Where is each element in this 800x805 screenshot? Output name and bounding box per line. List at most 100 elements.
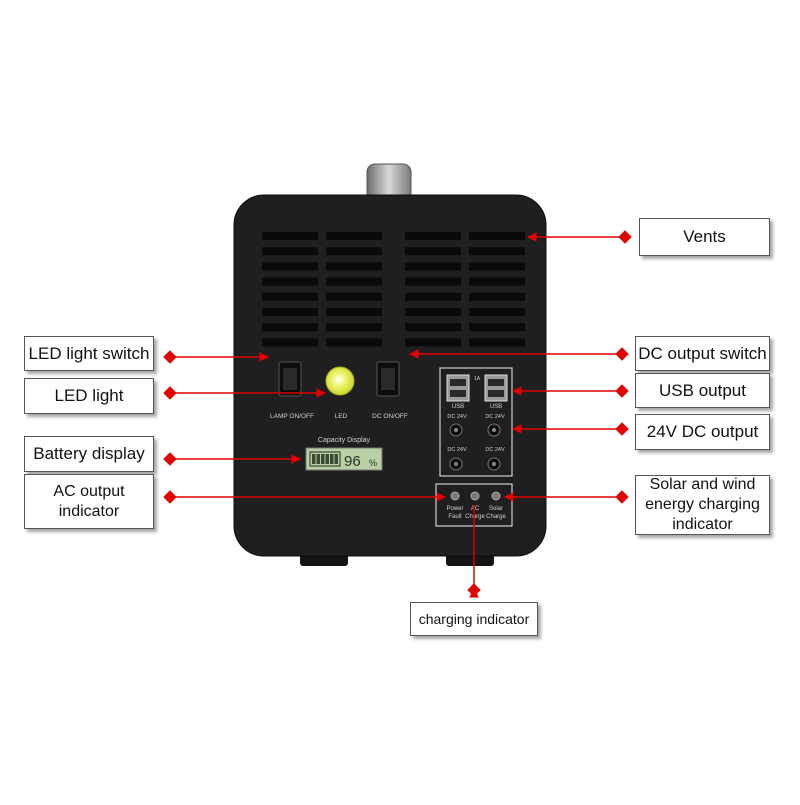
callout-led-light-switch xyxy=(163,350,270,364)
callout-diamond xyxy=(163,386,177,400)
usb-current-label: 1A xyxy=(474,376,481,382)
callout-dc-output-switch xyxy=(408,347,629,361)
vent-slot xyxy=(405,247,461,256)
indicator-power-fault-led xyxy=(450,491,460,501)
usb-label-right: USB xyxy=(490,404,502,410)
battery-bar-segment xyxy=(334,454,338,464)
battery-bar-segments xyxy=(312,454,338,464)
led-light xyxy=(325,366,355,396)
battery-bar-icon xyxy=(309,451,341,467)
label-24v-dc-output: 24V DC output xyxy=(635,414,770,450)
callout-diamond xyxy=(615,384,629,398)
callout-diamond xyxy=(615,490,629,504)
led-label: LED xyxy=(335,413,348,420)
dc24-label-top-left: DC 24V xyxy=(447,414,467,420)
vent-slot xyxy=(262,308,318,316)
dc24-label-top-right: DC 24V xyxy=(485,414,505,420)
vent-slot xyxy=(405,323,461,332)
vent-slot xyxy=(326,262,382,271)
dc24-label-bottom-left: DC 24V xyxy=(447,447,467,453)
indicator-solar-charge-led xyxy=(491,491,501,501)
vent-slot xyxy=(405,308,461,316)
vent-slot xyxy=(469,308,525,316)
callout-usb-output xyxy=(511,384,629,398)
callout-arrowhead xyxy=(436,492,447,502)
callout-arrowhead xyxy=(259,352,270,362)
callout-diamond xyxy=(163,452,177,466)
label-ac-output-indicator: AC output indicator xyxy=(24,474,154,529)
battery-bar-segment xyxy=(316,454,320,464)
label-charging-indicator: charging indicator xyxy=(410,602,538,636)
callout-arrowhead xyxy=(316,388,327,398)
vent-slot xyxy=(405,277,461,286)
vent-slot xyxy=(405,292,461,301)
vent-slot xyxy=(326,277,382,286)
callout-solar-indicator xyxy=(503,490,629,504)
callout-diamond xyxy=(615,347,629,361)
indicator-ac-charge-led xyxy=(470,491,480,501)
battery-bar-segment xyxy=(312,454,316,464)
vent-slot xyxy=(469,277,525,286)
vent-slot xyxy=(405,338,461,347)
output-panel-frame xyxy=(439,367,513,477)
vent-slot xyxy=(469,338,525,347)
vent-slot xyxy=(262,323,318,332)
callout-vents xyxy=(526,230,632,244)
dc24-label-bottom-right: DC 24V xyxy=(485,447,505,453)
lamp-switch-label: LAMP ON/OFF xyxy=(270,413,314,420)
vent-slot xyxy=(262,262,318,271)
capacity-display-label: Capacity Display xyxy=(318,437,371,444)
label-dc-output-switch: DC output switch xyxy=(635,336,770,371)
vent-slot xyxy=(262,277,318,286)
vent-slot xyxy=(326,292,382,301)
callout-diamond xyxy=(615,422,629,436)
vent-slot xyxy=(326,308,382,316)
dc-switch-label: DC ON/OFF xyxy=(372,413,408,420)
callout-charging-indicator xyxy=(467,505,481,598)
callout-24v-dc-output xyxy=(511,422,629,436)
label-solar-wind-indicator: Solar and wind energy charging indicator xyxy=(635,475,770,535)
vent-slot xyxy=(469,232,525,240)
callout-lines xyxy=(163,230,632,598)
callout-arrowhead xyxy=(526,232,537,242)
vent-slot xyxy=(326,232,382,240)
label-vents: Vents xyxy=(639,218,770,256)
usb-port-right[interactable] xyxy=(484,374,508,402)
vent-slot xyxy=(262,247,318,256)
callout-diamond xyxy=(163,350,177,364)
battery-bar-segment xyxy=(325,454,329,464)
battery-bar-segment xyxy=(330,454,334,464)
callout-arrowhead xyxy=(511,386,522,396)
label-led-light-switch: LED light switch xyxy=(24,336,154,371)
vent-slot xyxy=(469,323,525,332)
callout-diamond xyxy=(618,230,632,244)
battery-lcd xyxy=(305,447,383,471)
callout-diamond xyxy=(163,490,177,504)
callout-battery-display xyxy=(163,452,302,466)
vent-slot xyxy=(405,232,461,240)
vent-slot xyxy=(469,262,525,271)
callout-arrowhead xyxy=(511,424,522,434)
battery-percent: 96 xyxy=(344,453,361,470)
callout-led-light xyxy=(163,386,327,400)
battery-percent-sign: % xyxy=(369,458,377,468)
usb-port-left[interactable] xyxy=(446,374,470,402)
callout-arrowhead xyxy=(408,349,419,359)
vent-slot xyxy=(326,247,382,256)
vent-slot xyxy=(469,292,525,301)
callout-arrowhead xyxy=(503,492,514,502)
vent-slot xyxy=(326,323,382,332)
vent-slot xyxy=(469,247,525,256)
usb-label-left: USB xyxy=(452,404,464,410)
battery-bar-segment xyxy=(321,454,325,464)
label-led-light: LED light xyxy=(24,378,154,414)
vent-grille xyxy=(262,232,525,347)
label-battery-display: Battery display xyxy=(24,436,154,472)
callout-arrowhead xyxy=(291,454,302,464)
vent-slot xyxy=(326,338,382,347)
